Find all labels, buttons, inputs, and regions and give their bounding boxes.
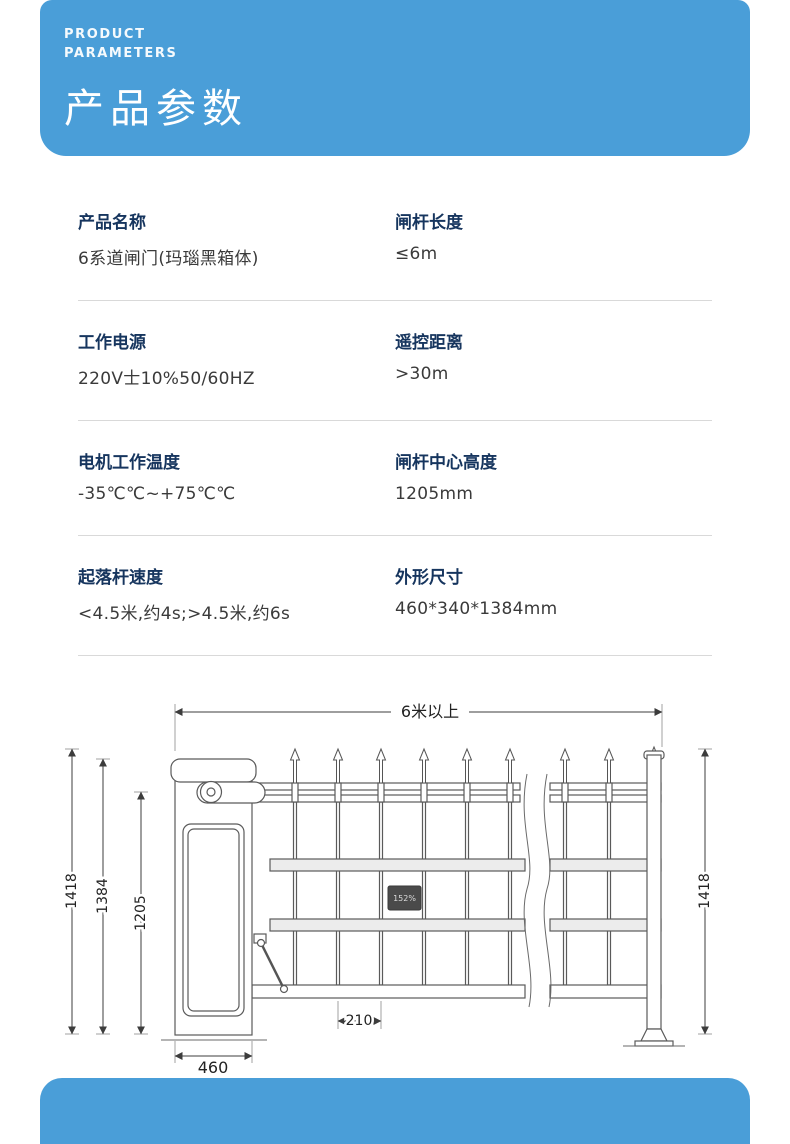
dim-left-middle-label: 1384 (95, 878, 111, 914)
gate-cabinet (161, 758, 267, 1041)
dim-top-label: 6米以上 (401, 702, 459, 721)
spec-label: 起落杆速度 (78, 568, 163, 588)
dim-right-label: 1418 (697, 873, 713, 909)
spec-item-outer-dimensions: 外形尺寸 460*340*1384mm (395, 563, 712, 624)
spec-row: 产品名称 6系道闸门(玛瑙黑箱体) 闸杆长度 ≤6m (78, 181, 712, 301)
dimension-right-1418: 1418 (695, 748, 716, 1035)
spec-value: 460*340*1384mm (395, 599, 558, 619)
spec-value: -35℃℃~+75℃℃ (78, 484, 236, 504)
diagram-svg: 152% 6米以上 1418 1384 (62, 702, 716, 1077)
spear-picket-row (290, 746, 659, 784)
spec-item-motor-temperature: 电机工作温度 -35℃℃~+75℃℃ (78, 448, 395, 504)
spec-item-arm-center-height: 闸杆中心高度 1205mm (395, 448, 712, 504)
spec-label: 电机工作温度 (78, 453, 180, 473)
spec-row: 起落杆速度 <4.5米,约4s;>4.5米,约6s 外形尺寸 460*340*1… (78, 536, 712, 656)
spec-value: 1205mm (395, 484, 474, 504)
technical-drawing: 152% 6米以上 1418 1384 (0, 689, 790, 1079)
spec-row: 工作电源 220V士10%50/60HZ 遥控距离 >30m (78, 301, 712, 421)
dimension-top: 6米以上 (174, 702, 663, 751)
spec-label: 工作电源 (78, 333, 146, 353)
spec-item-product-name: 产品名称 6系道闸门(玛瑙黑箱体) (78, 208, 395, 269)
spec-value: 220V士10%50/60HZ (78, 369, 255, 389)
break-lines (523, 773, 552, 1008)
header-banner: PRODUCT PARAMETERS 产品参数 (40, 0, 750, 156)
dimension-cabinet-width: 460 (174, 1041, 253, 1077)
spec-row: 电机工作温度 -35℃℃~+75℃℃ 闸杆中心高度 1205mm (78, 421, 712, 536)
dimension-left-1205: 1205 (131, 791, 152, 1035)
dimension-left-1384: 1384 (93, 758, 114, 1035)
footer-bar (40, 1078, 750, 1144)
spec-value: <4.5米,约4s;>4.5米,约6s (78, 604, 291, 624)
eyebrow-line-1: PRODUCT (64, 27, 146, 42)
spec-value: ≤6m (395, 244, 438, 264)
spec-table: 产品名称 6系道闸门(玛瑙黑箱体) 闸杆长度 ≤6m 工作电源 220V士10%… (78, 156, 712, 656)
dim-left-inner-label: 1205 (133, 895, 149, 931)
fence-grid (251, 801, 662, 999)
spec-value: 6系道闸门(玛瑙黑箱体) (78, 249, 259, 269)
spec-label: 外形尺寸 (395, 568, 463, 588)
spec-label: 闸杆中心高度 (395, 453, 497, 473)
spec-label: 遥控距离 (395, 333, 463, 353)
dim-cabinet-width-label: 460 (198, 1058, 229, 1077)
page-title: 产品参数 (64, 85, 248, 132)
dimension-left-1418: 1418 (62, 748, 83, 1035)
spec-label: 闸杆长度 (395, 213, 463, 233)
dim-left-outer-label: 1418 (64, 873, 80, 909)
spec-label: 产品名称 (78, 213, 146, 233)
name-plate: 152% (387, 885, 422, 911)
plate-label: 152% (393, 894, 416, 903)
spec-item-arm-speed: 起落杆速度 <4.5米,约4s;>4.5米,约6s (78, 563, 395, 624)
spec-value: >30m (395, 364, 449, 384)
spec-item-remote-distance: 遥控距离 >30m (395, 328, 712, 389)
dim-picket-spacing-label: 210 (346, 1013, 373, 1029)
barrier-arm (251, 746, 662, 803)
eyebrow-line-2: PARAMETERS (64, 45, 178, 61)
dimension-picket-spacing: 210 (337, 1001, 382, 1032)
spec-item-power: 工作电源 220V士10%50/60HZ (78, 328, 395, 389)
support-strut (253, 933, 289, 994)
spec-item-arm-length: 闸杆长度 ≤6m (395, 208, 712, 269)
end-post (623, 750, 685, 1047)
eyebrow-text: PRODUCT PARAMETERS (64, 26, 750, 64)
